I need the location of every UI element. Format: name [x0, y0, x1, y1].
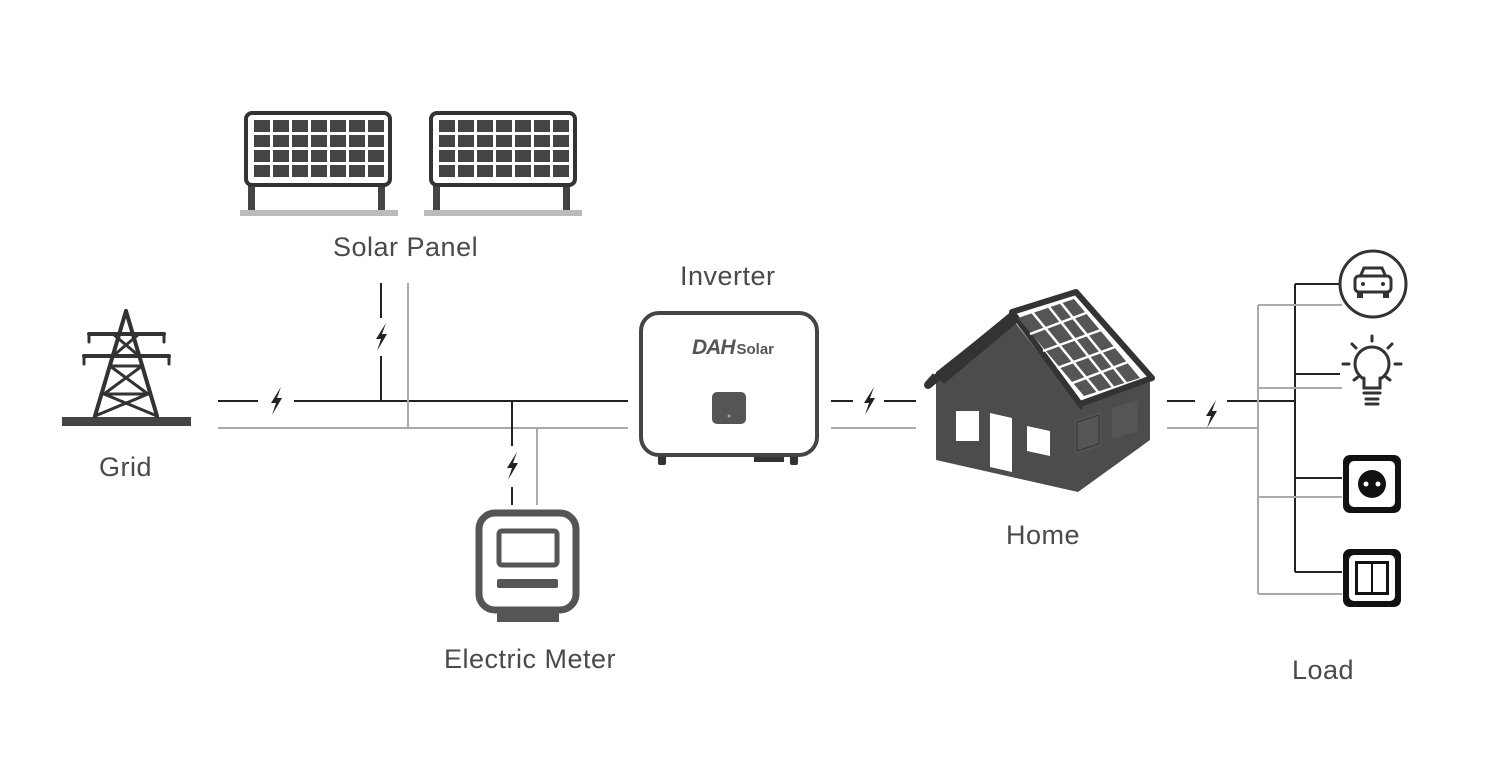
lightning-bolt-icon — [1206, 400, 1217, 428]
brand-name: Solar — [736, 341, 775, 358]
lightning-bolt-icon — [271, 387, 282, 415]
home-label: Home — [1006, 520, 1081, 550]
inverter-label: Inverter — [680, 261, 776, 291]
inverter-icon — [639, 311, 819, 465]
brand-mark: DAH — [692, 336, 735, 359]
light-bulb-icon — [1341, 334, 1403, 406]
electric-meter-label: Electric Meter — [444, 644, 617, 674]
power-outlet-icon — [1343, 455, 1401, 513]
solar-panel-label: Solar Panel — [333, 232, 479, 262]
lightning-bolt-icon — [507, 452, 518, 480]
grid-label: Grid — [99, 452, 153, 482]
transmission-tower-icon — [62, 309, 191, 426]
load-label: Load — [1292, 655, 1355, 685]
car-icon — [1338, 249, 1408, 319]
wiring — [218, 283, 1342, 595]
lightning-bolt-icon — [376, 323, 387, 351]
solar-panel-icon — [424, 111, 582, 216]
electric-meter-icon — [475, 509, 580, 622]
solar-panel-icon — [240, 111, 398, 216]
light-switch-icon — [1343, 549, 1401, 607]
house-icon — [924, 289, 1155, 492]
lightning-bolt-icon — [864, 387, 875, 415]
